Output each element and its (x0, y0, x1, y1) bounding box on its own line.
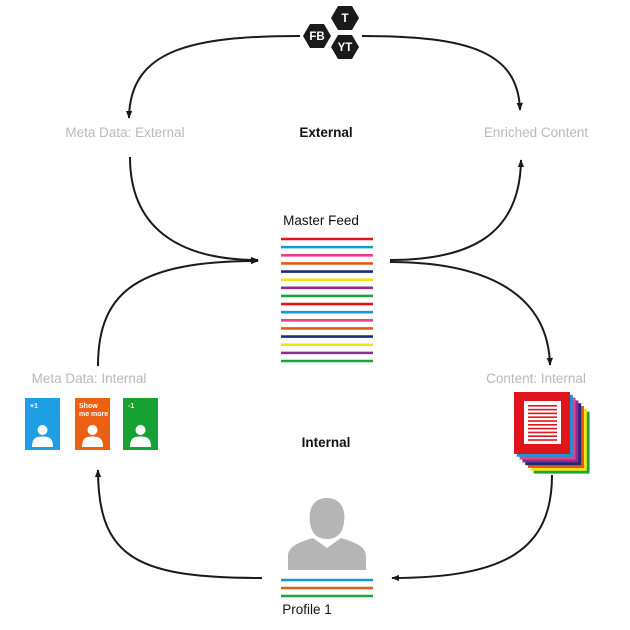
twitter-source-label: T (341, 13, 348, 25)
document-icon (524, 401, 561, 444)
profile-label: Profile 1 (282, 602, 332, 617)
facebook-hexagon-icon: FB (303, 24, 331, 48)
minus-one-card: -1 (123, 398, 158, 450)
person-icon (82, 425, 103, 447)
document-text-line (528, 427, 557, 430)
document-text-line (528, 416, 557, 418)
show-me-more-card-label-line2: me more (79, 411, 108, 418)
twitter-hexagon-icon: T (331, 6, 359, 30)
profile-avatar-icon (288, 498, 366, 570)
document-text-line (528, 420, 557, 422)
arrow-profile-to-meta-internal (94, 469, 263, 579)
master-feed-label: Master Feed (283, 213, 359, 228)
content-internal-label: Content: Internal (486, 371, 586, 386)
youtube-hexagon-icon: YT (331, 35, 359, 59)
content-internal-stack (514, 392, 590, 474)
document-text-line (528, 408, 557, 411)
arrow-sources-to-enriched-content (361, 35, 523, 111)
document-text-line (528, 431, 557, 434)
arrow-sources-to-meta-external (125, 35, 301, 119)
arrow-meta-external-to-master-feed (129, 156, 259, 264)
minus-one-card-label: -1 (128, 403, 134, 410)
meta-data-internal-label: Meta Data: Internal (32, 371, 147, 386)
arrow-meta-internal-to-master-feed (97, 257, 259, 367)
meta-data-external-label: Meta Data: External (65, 125, 184, 140)
feedback-cards: +1 Show me more -1 (25, 398, 158, 450)
master-feed-lines (281, 237, 373, 363)
enriched-content-label: Enriched Content (484, 125, 589, 140)
show-me-more-card: Show me more (75, 398, 110, 450)
youtube-source-label: YT (338, 42, 353, 54)
external-section-label: External (299, 125, 352, 140)
document-text-line (528, 405, 557, 407)
person-icon (32, 425, 53, 447)
plus-one-card-label: +1 (30, 403, 38, 410)
flow-arrows (94, 35, 554, 582)
internal-section-label: Internal (302, 435, 351, 450)
show-me-more-card-label-line1: Show (79, 403, 98, 410)
profile-feed-lines (281, 578, 373, 598)
arrow-master-feed-to-enriched-content (389, 159, 525, 261)
plus-one-card: +1 (25, 398, 60, 450)
document-text-line (528, 435, 557, 437)
document-text-line (528, 412, 557, 415)
document-text-line (528, 439, 557, 441)
social-sources-hexagons: FB T YT (303, 6, 359, 59)
document-text-line (528, 424, 557, 426)
facebook-source-label: FB (309, 31, 324, 43)
arrow-content-internal-to-profile (391, 474, 553, 582)
arrow-master-feed-to-content-internal (389, 261, 554, 366)
person-icon (130, 425, 151, 447)
